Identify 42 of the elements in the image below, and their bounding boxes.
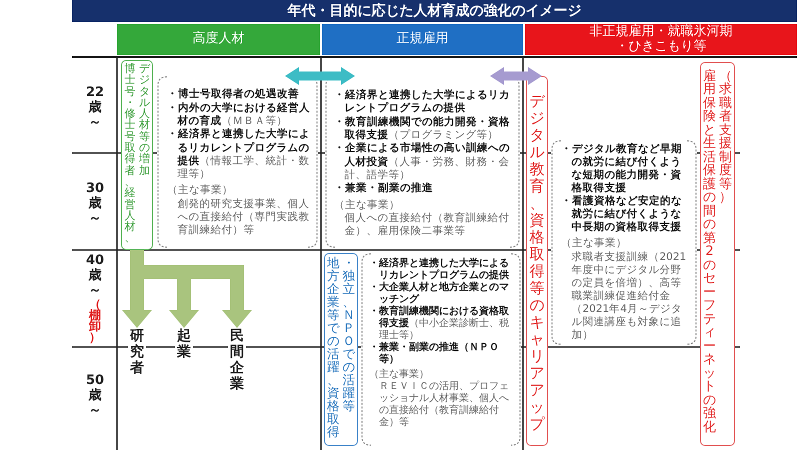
bullet-item: ・内外の大学における経営人材の育成（ＭＢＡ等） <box>167 102 310 128</box>
bullet-item: ・教育訓練機関における資格取得支援（中小企業診断士、税理士等） <box>369 306 510 342</box>
age-note: （棚卸） <box>88 299 102 343</box>
body-text: ＲＥＶＩＣの活用、プロフェッショナル人材事業、個人への直接給付（教育訓練給付金）等 <box>378 381 510 429</box>
bullet-item: ・デジタル教育など早期の就労に結び付くような短期の能力開発・資格取得支援 <box>561 142 683 194</box>
bracketed-panel <box>551 140 697 345</box>
bullet-item: ・兼業・副業の推進 <box>334 182 434 196</box>
bullet-item: ・兼業・副業の推進（ＮＰＯ等） <box>369 342 500 366</box>
category-label: 研究者 <box>128 328 146 376</box>
section-heading: （主な事業） <box>561 237 628 251</box>
body-text: 求職者支援訓練（2021年度中にデジタル分野の定員を倍増）、高等職業訓練促進給付金（2021年4月～デジタル関連講座も対象に追加） <box>570 250 688 342</box>
title-banner: 年代・目的に応じた人材育成の強化のイメージ <box>72 0 797 22</box>
rounded-label: 地方企業等での活躍、資格取得・独立、ＮＰＯでの活躍等 <box>324 253 358 446</box>
age-label: 30歳～ <box>84 182 106 227</box>
body-text: 創発的研究支援事業、個人への直接給付（専門実践教育訓練給付）等 <box>176 198 310 238</box>
column-header: 高度人材 <box>117 24 320 55</box>
bullet-item: ・企業による市場性の高い訓練への人材投資（人事・労務、財務・会計、語学等） <box>334 142 511 182</box>
section-heading: （主な事業） <box>369 369 430 381</box>
age-label: 40歳～ <box>84 254 106 299</box>
column-header: 正規雇用 <box>322 24 523 55</box>
rounded-label: 雇用保険と生活保護の間の第2のセーフティーネットの強化（求職者支援制度等） <box>700 62 735 446</box>
bullet-item: ・経済界と連携した大学によるリカレントプログラムの提供 <box>334 89 511 116</box>
bracketed-panel <box>157 76 318 248</box>
double-arrow <box>490 67 542 85</box>
age-label: 50歳～ <box>84 374 106 419</box>
section-heading: （主な事業） <box>167 184 234 198</box>
bracketed-panel <box>361 253 521 446</box>
bullet-item: ・博士号取得者の処遇改善 <box>167 88 300 102</box>
body-text: 個人への直接給付（教育訓練給付金）、雇用保険二事業等 <box>344 212 510 239</box>
section-heading: （主な事業） <box>334 198 401 212</box>
rounded-label: デジタル教育、資格取得等のキャリアアップ <box>526 76 548 446</box>
bullet-item: ・看護資格など安定的な就労に結び付くような中長期の資格取得支援 <box>561 195 683 234</box>
rounded-label: 博士号・修士号取得者、経営人材、デジタル人材等の増加 <box>121 60 153 250</box>
bullet-item: ・大企業人材と地方企業とのマッチング <box>369 282 510 305</box>
bullet-item: ・経済界と連携した大学によるリカレントプログラムの提供（情報工学、統計・数理等） <box>167 128 310 182</box>
bullet-item: ・経済界と連携した大学によるリカレントプログラムの提供 <box>369 258 510 281</box>
category-label: 起業 <box>175 328 193 360</box>
column-header: 非正規雇用・就職氷河期・ひきこもり等 <box>525 24 797 55</box>
age-label: 22歳～ <box>84 86 106 131</box>
bullet-item: ・教育訓練機関での能力開発・資格取得支援（プログラミング等） <box>334 116 511 142</box>
category-label: 民間企業 <box>228 328 246 392</box>
double-arrow <box>285 67 355 85</box>
